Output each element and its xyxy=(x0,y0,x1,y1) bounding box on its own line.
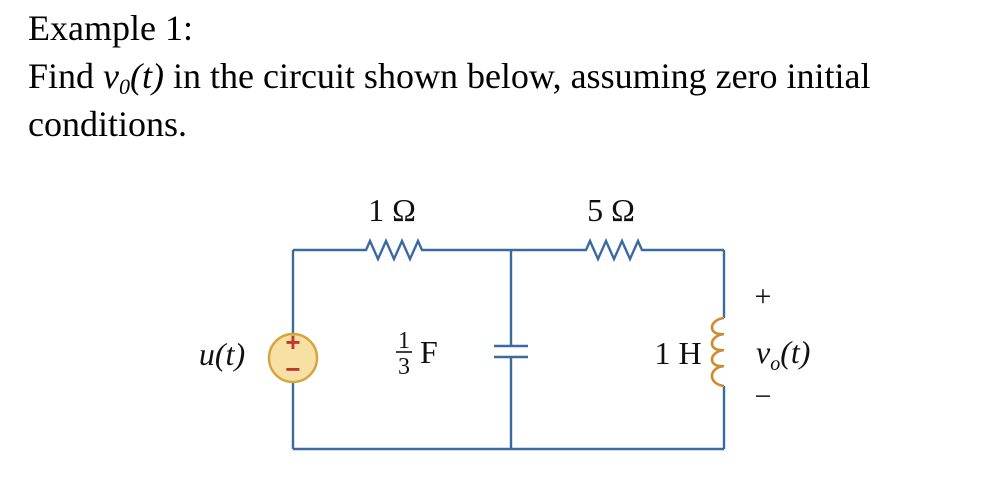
source-label: u(t) xyxy=(199,336,245,372)
capacitor-fraction-den: 3 xyxy=(398,354,410,380)
vo-minus-sign: − xyxy=(755,380,772,413)
resistor-1-icon xyxy=(358,238,430,262)
problem-var-v: v xyxy=(103,56,120,96)
problem-statement: Example 1: Find v0(t) in the circuit sho… xyxy=(28,4,988,148)
vo-label-sub: o xyxy=(770,353,780,375)
capacitor-icon xyxy=(494,344,528,359)
source-minus-sign: − xyxy=(285,354,300,384)
capacitor-fraction-num: 1 xyxy=(398,328,410,354)
vo-plus-sign: + xyxy=(755,280,772,313)
voltage-source-icon xyxy=(267,332,319,384)
resistor-1-label: 1 Ω xyxy=(368,192,416,228)
vo-label-var: v xyxy=(756,334,771,370)
circuit-wires xyxy=(291,248,726,451)
problem-var-sub: 0 xyxy=(119,74,131,99)
example-heading: Example 1: xyxy=(28,8,193,48)
source-plus-sign: + xyxy=(285,327,300,357)
resistor-2-label: 5 Ω xyxy=(587,192,635,228)
capacitor-unit-label: F xyxy=(420,334,438,370)
problem-find-text: Find xyxy=(28,56,104,96)
inductor-label: 1 H xyxy=(654,335,701,371)
vo-label: vo(t) xyxy=(756,334,810,375)
problem-line-1: Find v0(t) in the circuit shown below, a… xyxy=(28,52,988,100)
resistor-2-icon xyxy=(578,238,653,262)
inductor-icon xyxy=(710,316,725,388)
vo-label-arg: (t) xyxy=(780,334,810,370)
problem-rest-text: in the circuit shown below, assuming zer… xyxy=(164,56,871,96)
problem-var-arg: (t) xyxy=(130,56,164,96)
problem-line-2: conditions. xyxy=(28,104,187,144)
